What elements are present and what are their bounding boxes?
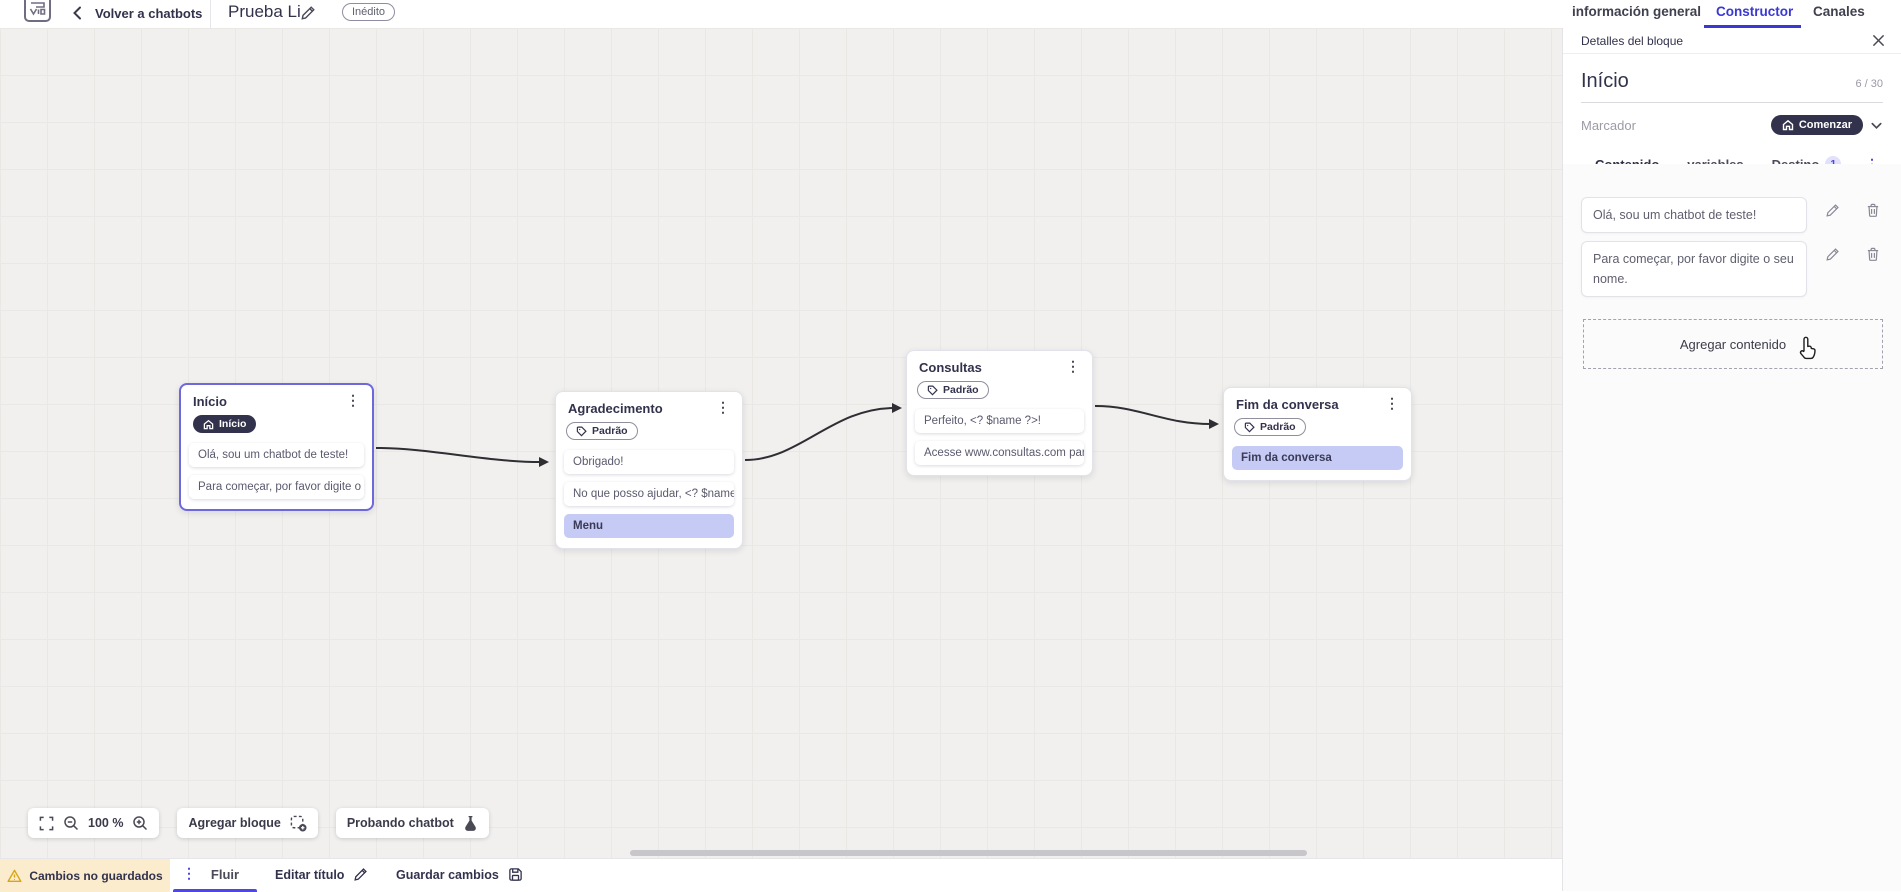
marker-value-badge[interactable]: Comenzar — [1770, 115, 1863, 135]
top-bar: Volver a chatbots Prueba Li Inédito info… — [0, 0, 1901, 28]
panel-title: Detalles del bloque — [1581, 33, 1684, 48]
node-menu-kebab-icon[interactable]: ⋮ — [1385, 395, 1399, 411]
bottom-bar: Cambios no guardados ⋮ Fluir Editar títu… — [0, 858, 1562, 892]
status-badge: Inédito — [342, 3, 396, 21]
zoom-controls: 100 % — [28, 808, 160, 838]
tab-constructor[interactable]: Constructor — [1716, 4, 1794, 19]
edit-content-icon[interactable] — [1825, 203, 1840, 218]
close-icon[interactable] — [1872, 34, 1885, 47]
char-counter: 6 / 30 — [1855, 78, 1883, 90]
block-name-underline — [1581, 102, 1883, 103]
marker-label: Marcador — [1581, 117, 1636, 133]
connection-wires — [375, 403, 1219, 467]
node-title: Agradecimento — [568, 401, 663, 416]
node-menu-card[interactable]: Menu — [564, 513, 734, 538]
app-logo-icon — [24, 0, 51, 22]
zoom-in-icon[interactable] — [132, 815, 148, 831]
node-inicio[interactable]: Início ⋮ Início Olá, sou um chatbot de t… — [179, 383, 374, 511]
warning-icon — [7, 869, 22, 882]
unsaved-changes-chip: Cambios no guardados — [0, 859, 170, 892]
zoom-level: 100 % — [88, 816, 124, 830]
content-text-card[interactable]: Para começar, por favor digite o seu nom… — [1581, 241, 1807, 297]
edit-content-icon[interactable] — [1825, 247, 1840, 262]
node-title: Consultas — [919, 360, 982, 375]
node-message-card[interactable]: Olá, sou um chatbot de teste! — [189, 442, 364, 467]
test-chatbot-label: Probando chatbot — [346, 816, 454, 830]
edit-title-pencil-icon[interactable] — [300, 5, 316, 21]
add-content-button[interactable]: Agregar contenido — [1583, 319, 1883, 369]
flask-icon — [463, 815, 478, 831]
add-block-label: Agregar bloque — [188, 816, 281, 830]
topbar-divider — [210, 0, 211, 28]
node-type-badge: Padrão — [917, 381, 989, 399]
add-block-button[interactable]: Agregar bloque — [177, 808, 318, 838]
add-block-icon — [290, 815, 307, 832]
node-type-badge: Padrão — [1234, 418, 1306, 436]
back-button[interactable] — [70, 5, 86, 21]
save-icon — [509, 868, 522, 881]
block-name-input[interactable]: Início — [1581, 70, 1629, 92]
fit-screen-icon[interactable] — [39, 816, 54, 831]
test-chatbot-button[interactable]: Probando chatbot — [335, 808, 489, 838]
content-item-row: Olá, sou um chatbot de teste! — [1581, 197, 1883, 233]
delete-content-icon[interactable] — [1866, 203, 1880, 218]
chevron-down-icon[interactable] — [1870, 119, 1883, 132]
block-details-panel: Detalles del bloque Início 6 / 30 Marcad… — [1562, 28, 1901, 891]
flow-canvas[interactable]: Início ⋮ Início Olá, sou um chatbot de t… — [0, 28, 1562, 858]
node-menu-kebab-icon[interactable]: ⋮ — [346, 392, 360, 408]
edit-title-button[interactable]: Editar título — [275, 867, 368, 882]
content-item-row: Para começar, por favor digite o seu nom… — [1581, 241, 1883, 297]
node-title: Início — [193, 394, 227, 409]
marker-select[interactable]: Comenzar — [1770, 115, 1883, 135]
tab-informacion-general[interactable]: información general — [1572, 4, 1702, 19]
node-end-card[interactable]: Fim da conversa — [1232, 445, 1403, 470]
node-type-badge: Padrão — [566, 422, 638, 440]
pencil-icon — [354, 868, 368, 881]
node-message-card[interactable]: Obrigado! — [564, 449, 734, 474]
node-type-badge: Início — [193, 415, 257, 433]
save-changes-button[interactable]: Guardar cambios — [396, 867, 523, 882]
unsaved-changes-label: Cambios no guardados — [29, 868, 163, 883]
delete-content-icon[interactable] — [1866, 247, 1880, 262]
node-message-card[interactable]: Para começar, por favor digite o ... — [189, 474, 364, 499]
active-tab-underline — [1704, 25, 1801, 28]
back-to-chatbots-label[interactable]: Volver a chatbots — [95, 6, 203, 21]
zoom-out-icon[interactable] — [63, 815, 79, 831]
chatbot-title: Prueba Li — [228, 2, 301, 21]
node-message-card[interactable]: Acesse www.consultas.com par... — [915, 440, 1084, 465]
node-consultas[interactable]: Consultas ⋮ Padrão Perfeito, <? $name ?>… — [906, 350, 1093, 476]
content-text-card[interactable]: Olá, sou um chatbot de teste! — [1581, 197, 1807, 233]
node-menu-kebab-icon[interactable]: ⋮ — [716, 399, 730, 415]
node-message-card[interactable]: Perfeito, <? $name ?>! — [915, 408, 1084, 433]
flow-menu-kebab-icon[interactable]: ⋮ — [182, 865, 196, 881]
home-icon — [1782, 119, 1794, 131]
node-title: Fim da conversa — [1236, 397, 1339, 412]
horizontal-scrollbar[interactable] — [630, 850, 1307, 856]
node-agradecimento[interactable]: Agradecimento ⋮ Padrão Obrigado! No que … — [555, 391, 743, 549]
node-message-card[interactable]: No que posso ajudar, <? $name ... — [564, 481, 734, 506]
tag-icon — [576, 426, 587, 436]
content-list: Olá, sou um chatbot de teste! Para começ… — [1563, 164, 1901, 891]
canvas-controls: 100 % Agregar bloque Probando chatbot — [28, 808, 489, 838]
tag-icon — [1244, 422, 1255, 432]
tab-canales[interactable]: Canales — [1813, 4, 1865, 19]
node-fim-da-conversa[interactable]: Fim da conversa ⋮ Padrão Fim da conversa — [1223, 387, 1412, 481]
node-menu-kebab-icon[interactable]: ⋮ — [1066, 358, 1080, 374]
tag-icon — [927, 385, 938, 395]
home-icon — [203, 419, 214, 429]
tab-fluir[interactable]: Fluir — [210, 867, 240, 882]
